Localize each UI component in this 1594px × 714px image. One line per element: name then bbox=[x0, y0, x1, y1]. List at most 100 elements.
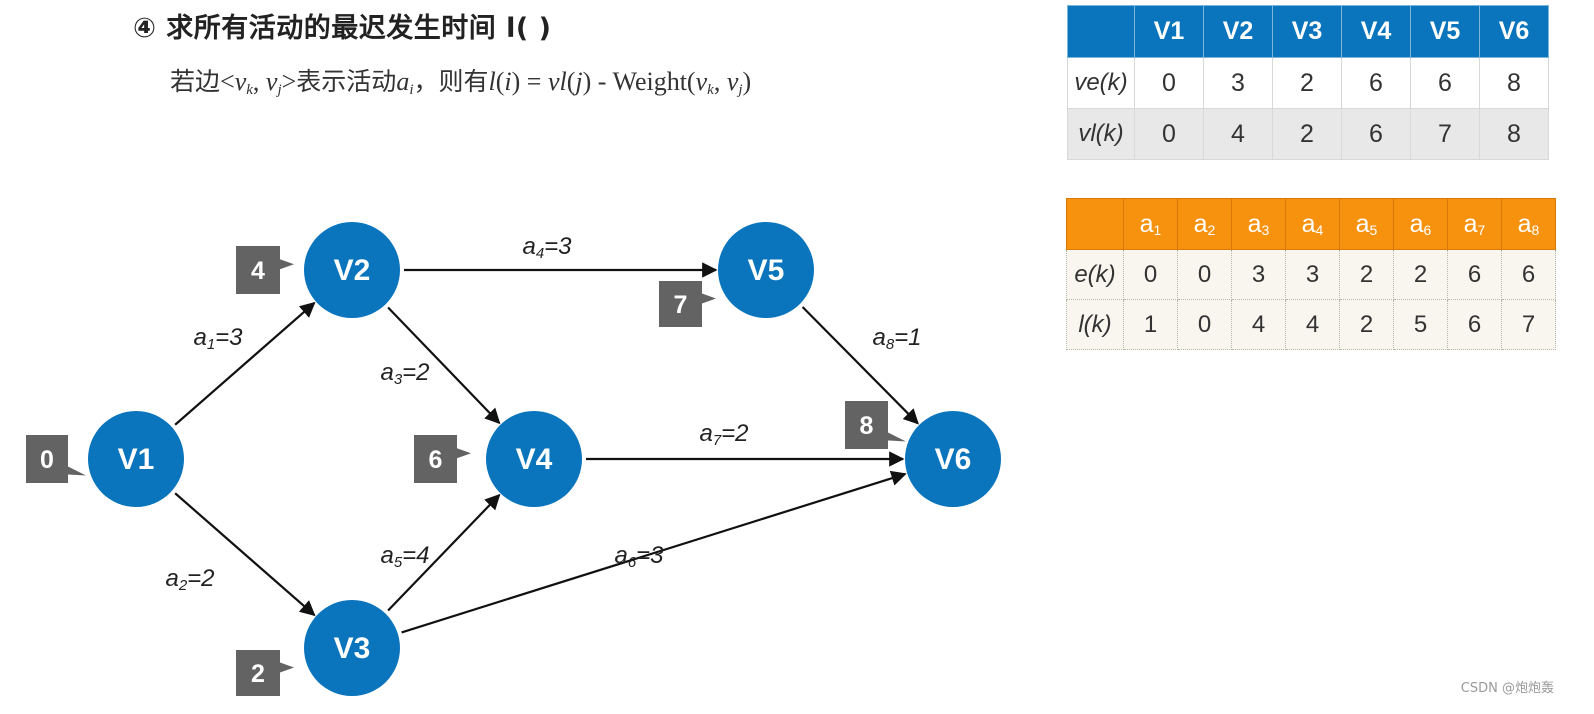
table-cell: 6 bbox=[1501, 249, 1556, 300]
node-value-box bbox=[659, 281, 716, 327]
edge-label-base: a bbox=[872, 324, 885, 351]
edge-label-subscript: 2 bbox=[178, 577, 188, 594]
edge-label-weight: =3 bbox=[636, 542, 664, 569]
activity-column-base: a bbox=[1301, 209, 1316, 238]
table-cell: 0 bbox=[1177, 249, 1232, 300]
node-value-box bbox=[236, 246, 294, 294]
vertex-time-table: V1 V2 V3 V4 V5 V6 ve(k) 0 3 2 6 6 8 vl(k… bbox=[1067, 5, 1549, 160]
node-label: V1 bbox=[118, 443, 155, 476]
table-cell: 2 bbox=[1272, 57, 1342, 109]
edge-label-subscript: 7 bbox=[713, 432, 722, 449]
node-label: V2 bbox=[334, 254, 371, 287]
activity-column-header: a2 bbox=[1177, 198, 1232, 250]
table-cell: 6 bbox=[1341, 57, 1411, 109]
activity-column-subscript: 4 bbox=[1315, 221, 1324, 238]
formula-comma: ，则有 bbox=[413, 67, 489, 96]
node-circle bbox=[486, 411, 582, 507]
activity-table-corner bbox=[1066, 198, 1124, 250]
activity-column-subscript: 8 bbox=[1531, 221, 1540, 238]
table-cell: 8 bbox=[1479, 57, 1549, 109]
edge-label-base: a bbox=[380, 542, 393, 569]
activity-column-base: a bbox=[1355, 209, 1370, 238]
node-value: 8 bbox=[860, 412, 874, 440]
edge-label-subscript: 6 bbox=[628, 554, 637, 571]
activity-column-subscript: 1 bbox=[1153, 221, 1162, 238]
node-label: V4 bbox=[516, 443, 553, 476]
node-circle bbox=[88, 411, 184, 507]
table-cell: 0 bbox=[1177, 299, 1232, 350]
edge-label: a8=1 bbox=[872, 324, 921, 353]
edge-label: a6=3 bbox=[614, 542, 664, 571]
edge-label: a2=2 bbox=[165, 565, 214, 594]
table-cell: 0 bbox=[1134, 108, 1204, 160]
node-circle bbox=[718, 222, 814, 318]
row-label: ve(k) bbox=[1067, 57, 1135, 109]
activity-column-header: a1 bbox=[1123, 198, 1178, 250]
activity-column-subscript: 7 bbox=[1477, 221, 1486, 238]
table-cell: 2 bbox=[1272, 108, 1342, 160]
activity-column-base: a bbox=[1247, 209, 1262, 238]
table-cell: 0 bbox=[1123, 249, 1178, 300]
table-cell: 6 bbox=[1341, 108, 1411, 160]
table-cell: 2 bbox=[1393, 249, 1448, 300]
activity-column-subscript: 2 bbox=[1207, 221, 1216, 238]
page-title: ④ 求所有活动的最迟发生时间 l( ) bbox=[133, 13, 552, 44]
formula-edge: <vk, vj> bbox=[220, 67, 297, 98]
table-cell: 6 bbox=[1447, 249, 1502, 300]
edge-label-weight: =2 bbox=[402, 359, 429, 386]
edge-label-weight: =2 bbox=[187, 565, 214, 592]
node-value: 7 bbox=[674, 291, 688, 319]
node-value: 0 bbox=[40, 446, 54, 474]
node-v4: V4 6 bbox=[414, 411, 582, 507]
table-row-ve: ve(k) 0 3 2 6 6 8 bbox=[1067, 57, 1549, 109]
node-v1: V1 0 bbox=[26, 411, 184, 507]
activity-column-base: a bbox=[1139, 209, 1154, 238]
vertex-table-corner bbox=[1067, 5, 1135, 58]
edge-a1 bbox=[174, 301, 316, 426]
edge-label-base: a bbox=[380, 359, 393, 386]
table-cell: 3 bbox=[1203, 57, 1273, 109]
node-value-box bbox=[26, 435, 86, 483]
table-cell: 4 bbox=[1231, 299, 1286, 350]
row-label: e(k) bbox=[1066, 249, 1124, 300]
node-label: V3 bbox=[334, 632, 371, 665]
node-label: V6 bbox=[935, 443, 972, 476]
edge-label-weight: =4 bbox=[402, 542, 429, 569]
edge-label-base: a bbox=[614, 542, 627, 569]
table-row-vl: vl(k) 0 4 2 6 7 8 bbox=[1067, 108, 1549, 160]
node-circle bbox=[304, 222, 400, 318]
node-value: 6 bbox=[429, 446, 443, 474]
activity-column-subscript: 6 bbox=[1423, 221, 1432, 238]
node-circle bbox=[304, 600, 400, 696]
table-cell: 5 bbox=[1393, 299, 1448, 350]
edge-a5 bbox=[387, 493, 501, 612]
node-label: V5 bbox=[748, 254, 785, 287]
edge-label-base: a bbox=[522, 233, 535, 260]
table-cell: 6 bbox=[1447, 299, 1502, 350]
activity-column-subscript: 3 bbox=[1261, 221, 1270, 238]
row-label: vl(k) bbox=[1067, 108, 1135, 160]
edge-label-subscript: 4 bbox=[536, 245, 544, 262]
activity-column-base: a bbox=[1463, 209, 1478, 238]
vertex-column-header: V1 bbox=[1134, 5, 1204, 58]
edge-label: a5=4 bbox=[380, 542, 429, 571]
watermark: CSDN @炮炮轰 bbox=[1460, 681, 1554, 696]
edge-a6 bbox=[401, 470, 907, 634]
edge-label-weight: =3 bbox=[215, 324, 243, 351]
vertex-column-header: V6 bbox=[1479, 5, 1549, 58]
edge-label: a7=2 bbox=[699, 420, 748, 449]
edge-label-subscript: 1 bbox=[207, 336, 215, 353]
edge-label: a3=2 bbox=[380, 359, 429, 388]
formula-activity: ai bbox=[396, 67, 414, 98]
node-value: 2 bbox=[251, 660, 265, 688]
edge-a3 bbox=[387, 306, 501, 425]
node-v3: V3 2 bbox=[236, 600, 400, 696]
node-circle bbox=[905, 411, 1001, 507]
vertex-column-header: V4 bbox=[1341, 5, 1411, 58]
